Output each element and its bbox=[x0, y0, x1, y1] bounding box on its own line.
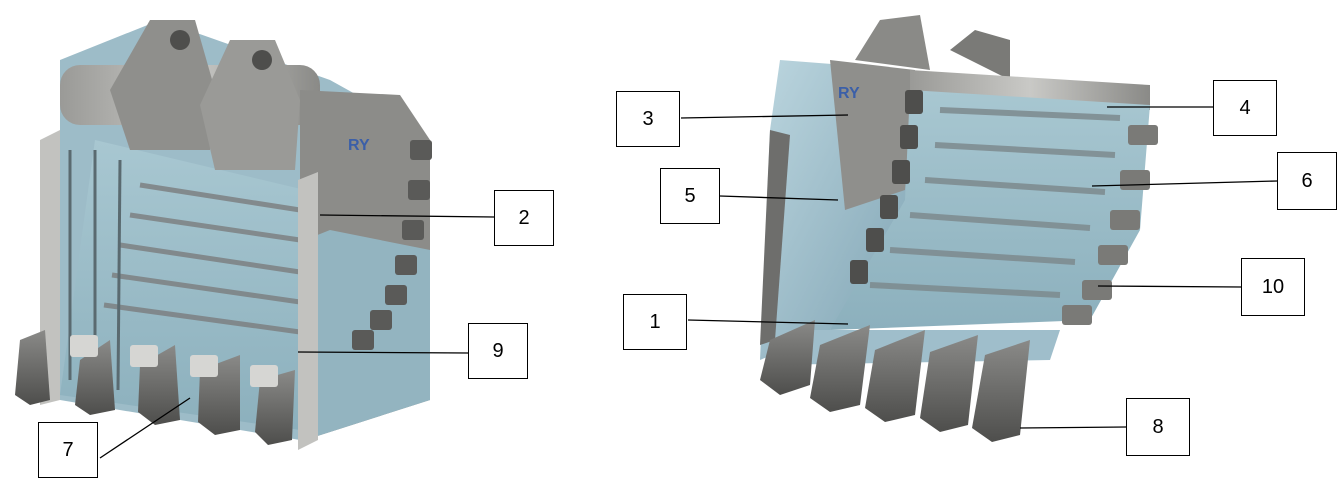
right-tooth-5 bbox=[972, 340, 1030, 442]
right-tooth-4 bbox=[920, 335, 978, 432]
callout-7: 7 bbox=[38, 422, 98, 478]
callout-2: 2 bbox=[494, 190, 554, 246]
leader-7 bbox=[99, 397, 191, 459]
callout-4: 4 bbox=[1213, 80, 1277, 136]
left-mount-lug-1 bbox=[110, 20, 215, 150]
left-tooth-1 bbox=[15, 330, 50, 405]
left-side-adapters bbox=[352, 140, 432, 350]
right-tooth-1 bbox=[760, 320, 815, 395]
right-brand-mark: RY bbox=[838, 85, 860, 102]
right-mount-lug-1 bbox=[855, 15, 930, 70]
callout-1: 1 bbox=[623, 294, 687, 350]
callout-10: 10 bbox=[1241, 258, 1305, 316]
left-tooth-5 bbox=[255, 370, 295, 445]
leader-10 bbox=[1097, 285, 1242, 288]
callout-6: 6 bbox=[1277, 152, 1337, 210]
right-bottom-teeth bbox=[760, 320, 1030, 442]
callout-5: 5 bbox=[660, 168, 720, 224]
leader-2 bbox=[319, 214, 495, 218]
right-mount-lug-2 bbox=[950, 30, 1010, 80]
leader-6 bbox=[1091, 180, 1278, 187]
right-tooth-3 bbox=[865, 330, 925, 422]
leader-9 bbox=[297, 351, 469, 354]
leader-5 bbox=[719, 195, 839, 201]
left-tooth-2 bbox=[75, 340, 115, 415]
right-wear-strips bbox=[869, 107, 1121, 298]
right-edge-blocks bbox=[850, 90, 923, 284]
left-brand-mark: RY bbox=[348, 137, 370, 154]
callout-9: 9 bbox=[468, 323, 528, 379]
right-left-curve bbox=[760, 130, 790, 345]
right-tooth-2 bbox=[810, 325, 870, 412]
leader-3 bbox=[680, 114, 849, 119]
leader-lines bbox=[99, 106, 1278, 459]
left-lug-hole-2 bbox=[252, 50, 272, 70]
left-wear-strips bbox=[103, 182, 301, 335]
callout-3: 3 bbox=[616, 91, 680, 147]
left-side-lip bbox=[298, 172, 318, 450]
leader-1 bbox=[687, 319, 849, 325]
leader-8 bbox=[1019, 426, 1127, 429]
left-bucket: RY bbox=[15, 20, 432, 450]
callout-8: 8 bbox=[1126, 398, 1190, 456]
left-tooth-adapters bbox=[70, 335, 278, 387]
left-lug-hole-1 bbox=[170, 30, 190, 50]
right-bucket: RY bbox=[760, 15, 1158, 442]
left-mount-lug-2 bbox=[200, 40, 300, 170]
